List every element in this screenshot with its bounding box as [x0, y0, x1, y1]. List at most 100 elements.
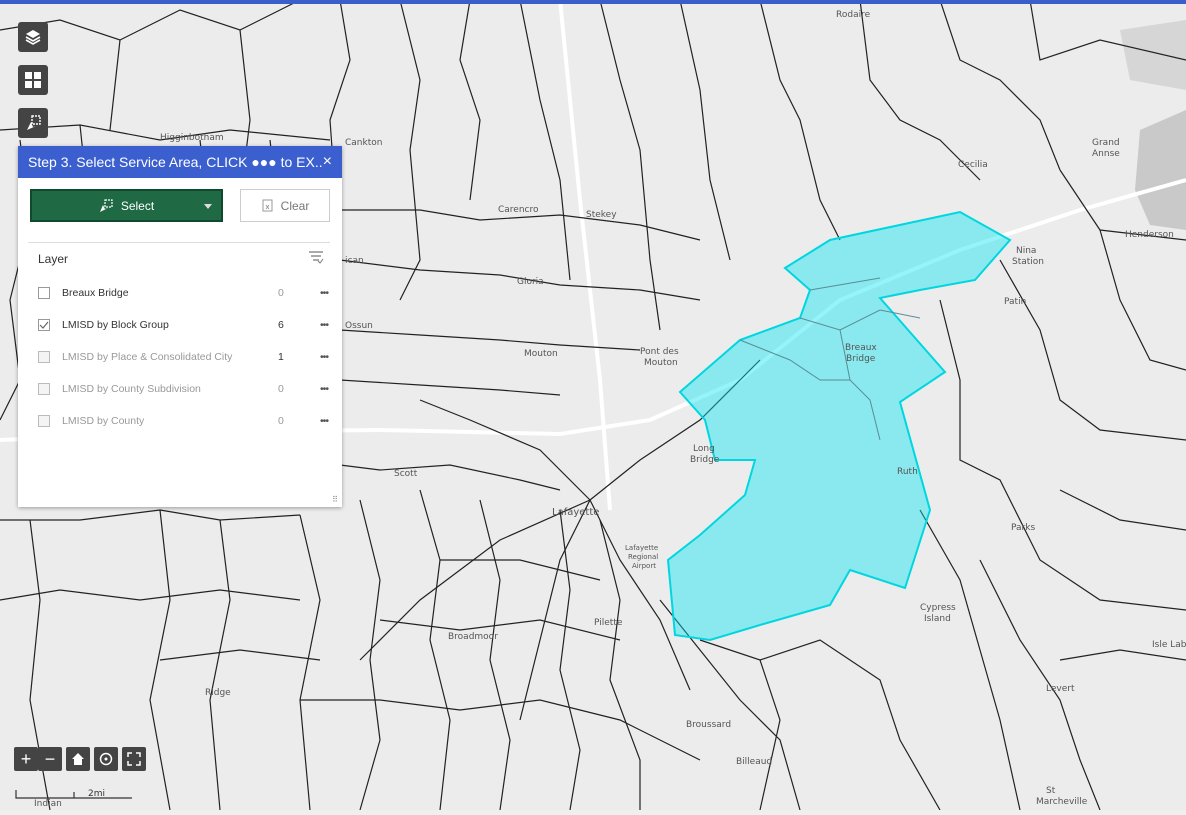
layers-icon: [25, 30, 41, 45]
select-button-label: Select: [120, 198, 155, 213]
place-label-indian: Indian: [34, 799, 62, 809]
place-label-bridge: Bridge: [846, 354, 876, 364]
place-label-rodaire: Rodaire: [836, 10, 871, 20]
place-label-cypress: Cypress: [920, 603, 956, 613]
select-panel: Step 3. Select Service Area, CLICK ●●● t…: [18, 146, 342, 507]
place-label-broussard: Broussard: [686, 720, 731, 730]
water-body: [1120, 20, 1186, 90]
more-options-icon[interactable]: •••: [319, 415, 329, 427]
layer-count: 0: [278, 415, 284, 427]
place-label-cankton: Cankton: [345, 138, 382, 148]
clear-button-label: Clear: [280, 198, 310, 213]
clear-selection-icon: [262, 199, 273, 211]
layer-name: LMISD by Place & Consolidated City: [62, 351, 233, 363]
layer-checkbox[interactable]: [38, 415, 50, 427]
place-label-breaux: Breaux: [845, 343, 877, 353]
zoom-in-button[interactable]: +: [14, 747, 38, 771]
more-options-icon[interactable]: •••: [319, 351, 329, 363]
layer-name: LMISD by Block Group: [62, 319, 169, 331]
fullscreen-icon: [127, 752, 141, 766]
filter-options-icon[interactable]: [308, 250, 324, 264]
place-label-billeaud: Billeaud: [736, 757, 772, 767]
chevron-down-icon[interactable]: [204, 204, 212, 209]
place-label-scott: Scott: [394, 469, 418, 479]
place-label-island: Island: [924, 614, 951, 624]
more-options-icon[interactable]: •••: [319, 319, 329, 331]
place-label-grand-anse-2: Annse: [1092, 149, 1120, 159]
basemap-gallery-button[interactable]: [18, 65, 48, 95]
place-label-parks: Parks: [1011, 523, 1035, 533]
fullscreen-button[interactable]: [122, 747, 146, 771]
place-label-gloria: Gloria: [517, 277, 544, 287]
zoom-out-button[interactable]: −: [38, 747, 62, 771]
water-body: [1135, 110, 1186, 230]
place-label-marcheville: Marcheville: [1036, 797, 1088, 807]
checkmark-icon: [39, 321, 49, 329]
resize-grip-icon[interactable]: ⠿: [332, 495, 338, 504]
layer-header: Layer: [38, 252, 69, 266]
place-label-ruth: Ruth: [897, 467, 918, 477]
place-label-grand-anse: Grand: [1092, 138, 1120, 148]
layer-count: 6: [278, 319, 284, 331]
select-button[interactable]: Select: [30, 189, 223, 222]
layer-count: 1: [278, 351, 284, 363]
scale-bar: 2mi: [15, 789, 132, 799]
more-options-icon[interactable]: •••: [319, 383, 329, 395]
place-label-lafayette: Lafayette: [552, 507, 599, 518]
place-label-pilette: Pilette: [594, 618, 623, 628]
place-label-station: Station: [1012, 257, 1044, 267]
more-options-icon[interactable]: •••: [319, 287, 329, 299]
layer-checkbox[interactable]: [38, 383, 50, 395]
place-label-airport-3: Airport: [632, 562, 656, 570]
layer-row[interactable]: LMISD by County Subdivision 0 •••: [38, 379, 329, 399]
top-accent-line: [0, 0, 1186, 4]
place-label-airport-2: Regional: [628, 553, 658, 561]
scale-label: 2mi: [88, 789, 105, 799]
selected-inner-boundaries: [739, 277, 921, 441]
place-label-carencro: Carencro: [498, 205, 539, 215]
layer-checkbox[interactable]: [38, 287, 50, 299]
place-label-long: Long: [693, 444, 715, 454]
place-label-bridge-2: Bridge: [690, 455, 720, 465]
place-label-pont-des: Pont des: [640, 347, 679, 357]
layer-count: 0: [278, 287, 284, 299]
clear-button[interactable]: Clear: [240, 189, 330, 222]
select-tool-button[interactable]: [18, 108, 48, 138]
layer-name: Breaux Bridge: [62, 287, 129, 299]
place-label-stekey: Stekey: [586, 210, 617, 220]
place-label-mouton-2: Mouton: [644, 358, 678, 368]
place-label-ossun: Ossun: [345, 321, 373, 331]
layer-row[interactable]: Breaux Bridge 0 •••: [38, 283, 329, 303]
home-icon: [72, 753, 84, 765]
layer-name: LMISD by County: [62, 415, 145, 427]
close-icon[interactable]: ×: [322, 153, 332, 170]
place-label-ican: ican: [345, 256, 364, 266]
layer-checkbox[interactable]: [38, 319, 50, 331]
place-label-st: St: [1046, 786, 1056, 796]
select-tool-icon: [99, 198, 113, 212]
home-button[interactable]: [66, 747, 90, 771]
place-label-henderson: Henderson: [1125, 230, 1174, 240]
layer-checkbox[interactable]: [38, 351, 50, 363]
place-label-levert: Levert: [1046, 684, 1075, 694]
panel-title: Step 3. Select Service Area, CLICK ●●● t…: [28, 154, 323, 170]
layer-name: LMISD by County Subdivision: [62, 383, 201, 395]
layer-row[interactable]: LMISD by Place & Consolidated City 1 •••: [38, 347, 329, 367]
layer-row[interactable]: LMISD by Block Group 6 •••: [38, 315, 329, 335]
place-label-nina: Nina: [1016, 246, 1036, 256]
locate-button[interactable]: [94, 747, 118, 771]
select-tool-icon: [27, 115, 41, 130]
divider: [28, 242, 330, 243]
layer-row[interactable]: LMISD by County 0 •••: [38, 411, 329, 431]
place-label-broadmoor: Broadmoor: [448, 632, 498, 642]
layers-button[interactable]: [18, 22, 48, 52]
layer-count: 0: [278, 383, 284, 395]
place-label-isle-labbe: Isle Lab: [1152, 640, 1186, 650]
locate-icon: [99, 752, 113, 766]
place-label-cecilia: Cecilia: [958, 160, 988, 170]
selected-service-area[interactable]: [666, 210, 1012, 642]
basemap-gallery-icon: [25, 72, 41, 88]
place-labels: Rodaire Higginbotham Cankton Grand Annse…: [34, 10, 1186, 809]
place-label-ridge: Ridge: [205, 688, 231, 698]
place-label-patin: Patin: [1004, 297, 1026, 307]
